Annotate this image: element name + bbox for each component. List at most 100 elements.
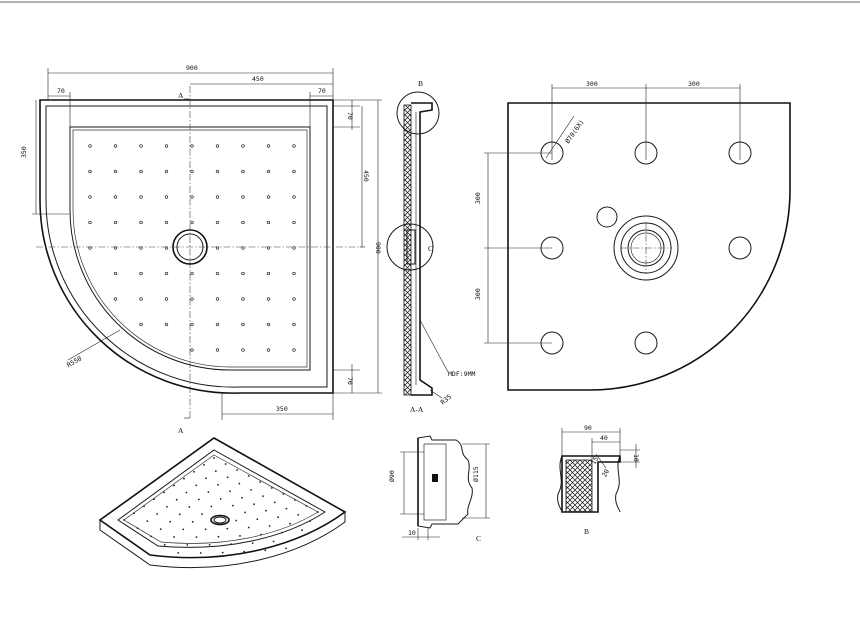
- anti-slip-dot: [164, 195, 169, 199]
- detail-b-caption: B: [584, 527, 589, 536]
- dim-d115-label: Ø115: [472, 466, 480, 482]
- iso-anti-slip-dot: [305, 505, 308, 507]
- support-leg-hole: [540, 331, 564, 355]
- iso-anti-slip-dot: [203, 464, 205, 466]
- anti-slip-dot: [113, 169, 118, 174]
- iso-anti-slip-dot: [195, 484, 198, 487]
- support-leg-hole: [634, 331, 658, 355]
- anti-slip-dot: [266, 195, 271, 199]
- anti-slip-dot: [113, 195, 118, 199]
- anti-slip-dot: [190, 144, 194, 148]
- iso-anti-slip-dot: [199, 552, 202, 554]
- dim-20-label: 20: [600, 468, 611, 479]
- anti-slip-dot: [292, 322, 296, 327]
- anti-slip-dot: [241, 195, 245, 199]
- support-leg-hole: [728, 236, 752, 260]
- anti-slip-dot: [266, 246, 271, 250]
- iso-anti-slip-dot: [183, 477, 185, 480]
- anti-slip-dot: [241, 220, 245, 225]
- iso-anti-slip-dot: [159, 528, 162, 530]
- dim-300-v1-label: 300: [474, 192, 482, 204]
- iso-anti-slip-dot: [294, 499, 296, 501]
- dim-350-bottom-label: 350: [276, 405, 288, 413]
- iso-anti-slip-dot: [235, 519, 238, 522]
- hole-label: Ø70(6X): [564, 118, 586, 145]
- support-leg-hole: [634, 141, 658, 165]
- iso-anti-slip-dot: [247, 526, 250, 529]
- dim-300-h2-label: 300: [688, 80, 700, 88]
- anti-slip-dot: [139, 322, 143, 327]
- anti-slip-dot: [266, 271, 271, 276]
- dim-10-b-label: 10: [632, 454, 640, 462]
- iso-anti-slip-dot: [280, 531, 283, 534]
- iso-anti-slip-dot: [301, 529, 303, 532]
- iso-anti-slip-dot: [175, 498, 178, 501]
- dim-900-v-label: 900: [374, 242, 382, 254]
- iso-anti-slip-dot: [247, 475, 250, 477]
- iso-anti-slip-dot: [136, 527, 139, 530]
- detail-c-caption: C: [476, 534, 481, 543]
- iso-anti-slip-dot: [221, 551, 224, 554]
- section-view-a-a: B C MDF:9MM R35 A-A: [386, 79, 475, 414]
- anti-slip-dot: [164, 322, 169, 327]
- iso-basin: [117, 449, 326, 548]
- iso-anti-slip-dot: [232, 504, 234, 507]
- section-profile: [411, 102, 433, 396]
- anti-slip-dot: [215, 195, 220, 199]
- anti-slip-dot: [190, 169, 194, 174]
- dim-70-left-label: 70: [57, 87, 65, 95]
- anti-slip-dot: [139, 169, 143, 174]
- iso-anti-slip-dot: [238, 482, 241, 485]
- iso-anti-slip-dot: [188, 506, 191, 508]
- anti-slip-dot: [139, 144, 143, 148]
- iso-anti-slip-dot: [143, 505, 145, 508]
- support-leg-hole: [540, 236, 564, 260]
- anti-slip-dot: [292, 271, 296, 276]
- bottom-view: 300 300 300 300 Ø70(6X): [474, 80, 791, 391]
- anti-slip-dot: [88, 220, 92, 225]
- detail-c-view: Ø90 Ø115 10 C: [388, 435, 490, 543]
- iso-anti-slip-dot: [259, 481, 262, 483]
- iso-anti-slip-dot: [193, 470, 195, 473]
- dim-350-left-label: 350: [20, 146, 28, 158]
- support-leg-hole: [540, 141, 564, 165]
- iso-anti-slip-dot: [289, 522, 291, 525]
- anti-slip-dot: [215, 144, 220, 148]
- iso-anti-slip-dots: [123, 457, 319, 554]
- dim-70-top-label: 70: [346, 112, 354, 120]
- anti-slip-dot: [164, 220, 169, 225]
- iso-anti-slip-dot: [169, 520, 172, 523]
- detail-c-circle: [386, 223, 434, 271]
- section-mark-a-bottom: A: [178, 426, 184, 435]
- detail-c-seal: [432, 474, 438, 482]
- anti-slip-dot: [139, 220, 143, 225]
- anti-slip-dot: [215, 271, 220, 276]
- radius-leader: [67, 329, 121, 361]
- iso-anti-slip-dot: [173, 484, 175, 487]
- anti-slip-dot: [241, 348, 245, 352]
- iso-anti-slip-dot: [166, 505, 168, 508]
- dim-300-v2-label: 300: [474, 288, 482, 300]
- anti-slip-dot: [164, 271, 169, 276]
- iso-anti-slip-dot: [182, 528, 185, 531]
- detail-b-circle: [396, 91, 440, 135]
- anti-slip-dot: [241, 271, 245, 276]
- iso-anti-slip-dot: [217, 535, 220, 538]
- iso-anti-slip-dot: [285, 507, 288, 510]
- tray-inner-edge: [72, 129, 308, 368]
- section-caption: A-A: [410, 405, 424, 414]
- iso-anti-slip-dot: [208, 544, 211, 546]
- iso-anti-slip-dot: [219, 498, 222, 500]
- dim-40-label: 40: [600, 434, 608, 442]
- anti-slip-dot: [241, 246, 245, 250]
- detail-b-mark: B: [418, 79, 423, 88]
- anti-slip-dot: [266, 144, 271, 148]
- anti-slip-dot: [215, 220, 220, 225]
- material-label: MDF:9MM: [448, 370, 475, 378]
- iso-anti-slip-dot: [133, 512, 135, 514]
- anti-slip-dot: [139, 297, 143, 301]
- tray-inner-basin: [69, 126, 311, 371]
- anti-slip-dots: [88, 144, 296, 352]
